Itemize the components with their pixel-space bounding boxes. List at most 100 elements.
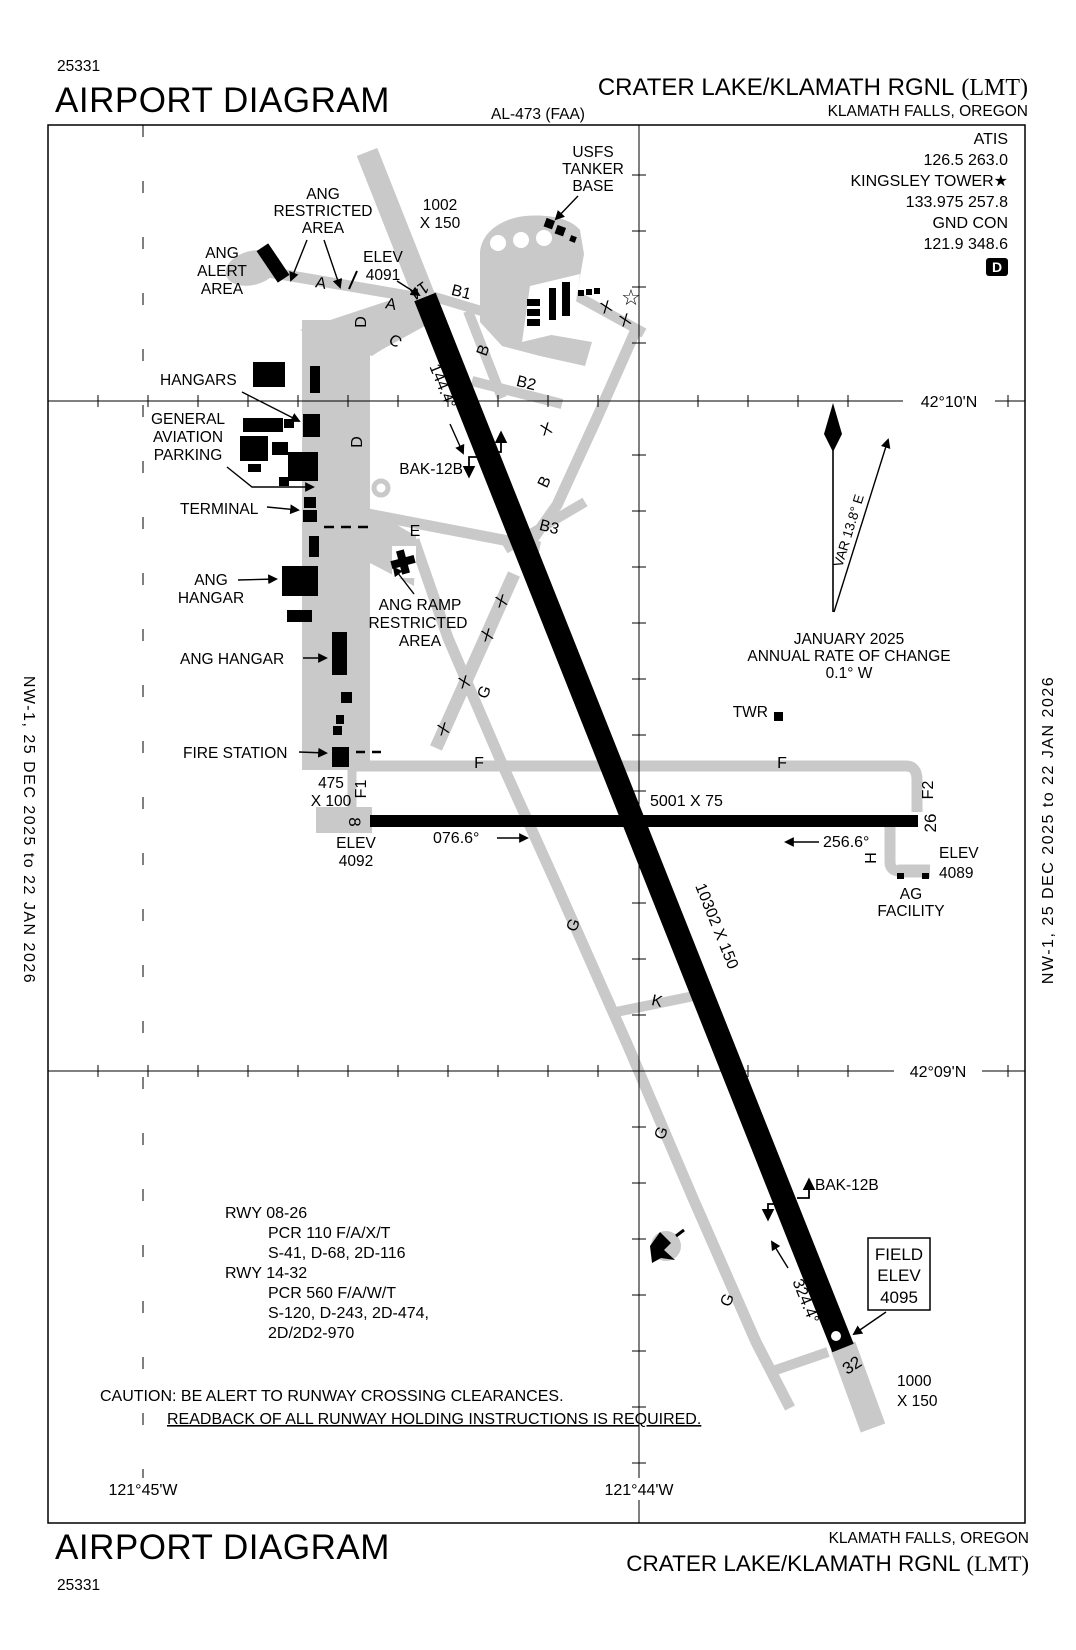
taxiway-c-path [369, 314, 433, 354]
twr-label: TWR [733, 704, 768, 721]
ang-ramp-label: AREA [399, 633, 442, 650]
variation-value: 0.1° W [826, 665, 873, 682]
taxiway-f-path [356, 760, 923, 812]
taxiway-d-label: D [353, 316, 370, 328]
taxiway-e-label: E [410, 523, 421, 540]
ang-ramp-label: ANG RAMP [379, 597, 462, 614]
overrun-14-dims: X 150 [420, 215, 461, 232]
label-mask [592, 1478, 686, 1500]
ga-hangar-building [279, 477, 289, 486]
overrun-14-dims: 1002 [423, 197, 457, 214]
procedure-id: AL-473 (FAA) [491, 106, 585, 123]
ga-parking-building [284, 419, 294, 428]
tower-building [774, 712, 783, 721]
hangar-building [303, 414, 320, 437]
taxiway-d-label: D [349, 436, 366, 448]
comm-box: ATIS 126.5 263.0 KINGSLEY TOWER★ 133.975… [851, 131, 1008, 276]
label-mask [96, 1478, 190, 1500]
ga-parking-leader [226, 466, 315, 492]
caution-line2: READBACK OF ALL RUNWAY HOLDING INSTRUCTI… [167, 1411, 701, 1428]
g-pad-structure [650, 1232, 675, 1263]
taxiway-h-label: H [863, 852, 880, 864]
airport-name-bottom: CRATER LAKE/KLAMATH RGNL [626, 1551, 960, 1576]
airport-title: CRATER LAKE/KLAMATH RGNL(LMT) [598, 74, 1028, 101]
taxiway-f-label: F [474, 755, 484, 772]
terminal-leader [266, 504, 300, 515]
page-title-bottom: AIRPORT DIAGRAM [55, 1528, 390, 1567]
chart-number-top: 25331 [57, 58, 100, 75]
ga-parking-label: PARKING [154, 447, 223, 464]
ang-hangar-label: HANGAR [178, 590, 244, 607]
usfs-label: TANKER [562, 161, 624, 178]
gnd-con-label: GND CON [932, 215, 1008, 232]
fire-station-label: FIRE STATION [183, 745, 287, 762]
tower-freq: 133.975 257.8 [906, 194, 1008, 211]
taxiway-f1-label: F1 [353, 780, 370, 799]
caution-line1: CAUTION: BE ALERT TO RUNWAY CROSSING CLE… [100, 1388, 564, 1405]
ga-parking-building [248, 464, 261, 472]
bak12b-label-upper: BAK-12B [399, 461, 463, 478]
usfs-tank [490, 235, 506, 251]
overrun-8-dims: X 100 [311, 793, 352, 810]
elev-4089-label: 4089 [939, 865, 973, 882]
caution-block: CAUTION: BE ALERT TO RUNWAY CROSSING CLE… [100, 1388, 701, 1428]
usfs-leader [554, 195, 579, 221]
usfs-tank [513, 232, 529, 248]
ang-restricted-leader [323, 239, 343, 289]
taxiway-a-label: A [384, 295, 398, 314]
usfs-building-bar [527, 299, 540, 306]
heading-324-arrow [770, 1240, 789, 1269]
north-arrow-head [824, 403, 842, 452]
bak12b-symbol-upper [462, 456, 480, 479]
ag-facility-building [897, 873, 904, 879]
rwy-data-line: S-120, D-243, 2D-474, [268, 1305, 429, 1322]
usfs-building-bar [562, 282, 570, 316]
longitude-right-label: 121°44'W [604, 1482, 674, 1499]
hangars-label: HANGARS [160, 372, 237, 389]
ang-restricted-label: ANG [306, 186, 340, 203]
field-elev-box: FIELD ELEV 4095 [867, 1237, 931, 1311]
variation-date: JANUARY 2025 [794, 631, 905, 648]
ga-parking-building [243, 418, 283, 432]
usfs-tank [536, 230, 552, 246]
longitude-ticks [632, 174, 646, 1464]
fire-station-leader [298, 747, 328, 758]
latitude-bottom-label: 42°09'N [910, 1064, 967, 1081]
airport-code-bottom: (LMT) [967, 1551, 1029, 1576]
field-elev-label: FIELD [875, 1245, 923, 1264]
terminal-label: TERMINAL [180, 501, 259, 518]
taxiway-labels: A A B B B1 B2 B3 C D D E F F F1 F2 G G G… [314, 274, 937, 1309]
elev-4092-label: ELEV [336, 835, 376, 852]
edition-right: NW-1, 25 DEC 2025 to 22 JAN 2026 [1040, 676, 1057, 984]
rwy-data-line: PCR 110 F/A/X/T [268, 1225, 391, 1242]
bak12b-symbol-upper [493, 430, 508, 453]
ga-parking-label: AVIATION [153, 429, 223, 446]
taxiway-g-label: G [564, 916, 584, 934]
heading-256-label: 256.6° [823, 834, 869, 851]
closed-arm-to-star [572, 290, 647, 338]
ang-alert-label: ALERT [197, 263, 247, 280]
label-mask [903, 390, 995, 411]
ag-facility-label: FACILITY [877, 903, 944, 920]
apron-building [287, 610, 312, 622]
apron-building [333, 726, 342, 735]
chart-number-bottom: 25331 [57, 1577, 100, 1594]
footer: AIRPORT DIAGRAM 25331 KLAMATH FALLS, ORE… [55, 1528, 1029, 1594]
taxiway-b-label: B [535, 474, 555, 491]
heading-144-arrow [449, 423, 465, 455]
hot-spot-box [986, 258, 1008, 276]
runway-8-number: 8 [345, 817, 364, 826]
header: 25331 AIRPORT DIAGRAM AL-473 (FAA) CRATE… [55, 58, 1028, 123]
usfs-label: BASE [572, 178, 613, 195]
elev-4089-label: ELEV [939, 845, 979, 862]
map-border [47, 124, 1026, 1524]
ag-facility-building [922, 873, 929, 879]
page-title: AIRPORT DIAGRAM [55, 81, 390, 120]
ang-alert-label: ANG [205, 245, 239, 262]
ga-parking-label: GENERAL [151, 411, 225, 428]
field-elev-label: 4095 [880, 1288, 918, 1307]
leader-arrows [226, 195, 887, 1336]
longitude-left-label: 121°45'W [108, 1482, 178, 1499]
closed-x-icon: X [539, 420, 555, 440]
